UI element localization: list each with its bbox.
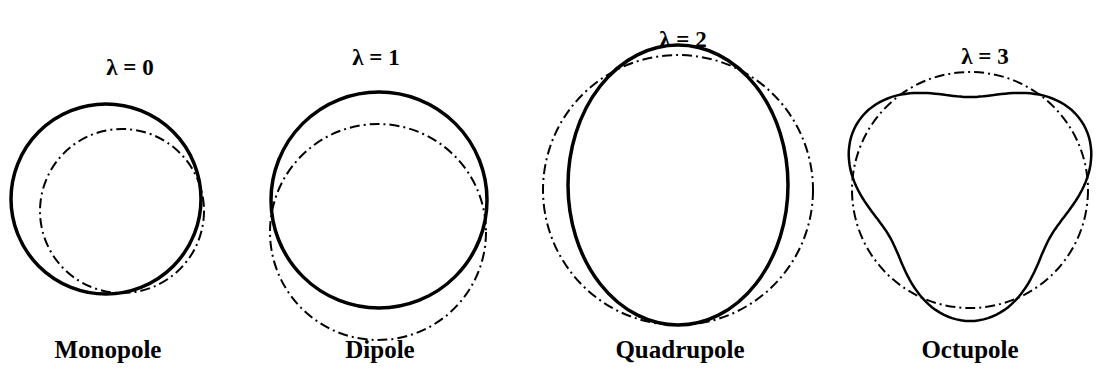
- multipole-name: Quadrupole: [615, 336, 744, 364]
- multipole-order: λ = 3: [961, 44, 1008, 70]
- monopole-shape: [11, 104, 201, 294]
- dipole-shape: [271, 92, 487, 308]
- multipole-order: λ = 2: [659, 27, 706, 53]
- multipole-name: Dipole: [345, 336, 414, 364]
- multipole-order: λ = 1: [352, 45, 399, 71]
- reference-circle: [40, 129, 204, 293]
- quadrupole-shape: [568, 45, 788, 325]
- reference-circle: [852, 72, 1088, 308]
- multipole-name: Monopole: [55, 336, 162, 364]
- multipole-name: Octupole: [921, 336, 1018, 364]
- multipole-order: λ = 0: [106, 55, 153, 81]
- octupole-shape: [849, 93, 1092, 321]
- reference-circle: [543, 55, 813, 325]
